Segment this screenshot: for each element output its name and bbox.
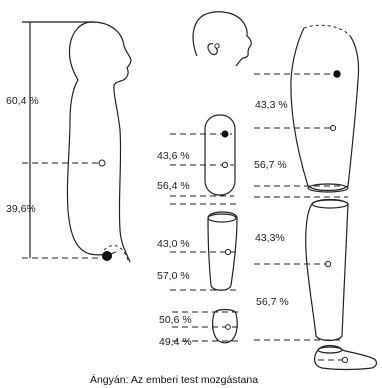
shank-upper-percentage: 43,3% [255,232,285,244]
forearm-lower-percentage: 57,0 % [157,270,190,282]
forearm-top-end [208,214,236,222]
trunk-center-of-mass [99,160,105,166]
shank-lower-percentage: 56,7 % [256,296,289,308]
forearm-center-of-mass [225,249,230,254]
shank-center-of-mass [325,261,330,266]
shank-top-end [312,200,348,208]
trunk-figure: 60,4 % 39,6% [6,22,131,262]
hand-figure: 50,6 % 49,4 % [159,310,238,349]
hand-segment [213,310,238,343]
foot-figure [315,346,377,370]
upper-arm-joint-point [222,131,228,137]
upper-arm-segment [205,115,235,195]
upper-arm-figure: 43,6 % 56,4 % [157,115,235,196]
upper-arm-center-of-mass [222,162,227,167]
thigh-center-of-mass [330,125,335,130]
shank-segment [306,200,348,341]
forearm-upper-percentage: 43,0 % [157,238,190,250]
foot-center-of-mass [342,357,347,362]
thigh-segment [291,28,359,191]
trunk-joint-point [103,252,112,261]
upper-arm-upper-percentage: 43,6 % [157,150,190,162]
shank-figure: 43,3% 56,7 % [254,197,348,341]
thigh-top-outline [304,25,350,36]
trunk-lower-percentage: 39,6% [6,203,36,215]
foot-top-end [318,347,342,353]
trunk-silhouette [67,22,131,262]
trunk-upper-percentage: 60,4 % [6,95,39,107]
head-center-of-mass [215,44,219,48]
head-outline [193,12,251,66]
upper-arm-lower-percentage: 56,4 % [157,180,190,192]
thigh-joint-point [334,71,340,77]
thigh-upper-percentage: 43,3 % [255,99,288,111]
hand-upper-percentage: 50,6 % [159,314,192,326]
hand-center-of-mass [226,325,231,330]
head-figure [193,12,251,66]
forearm-segment [208,212,237,290]
forearm-figure: 43,0 % 57,0 % [157,204,237,290]
thigh-figure: 43,3 % 56,7 % [254,25,359,192]
figure-caption: Ángyán: Az emberi test mozgástana [90,373,258,386]
thigh-lower-percentage: 56,7 % [254,159,287,171]
hand-lower-percentage: 49,4 % [159,336,192,348]
